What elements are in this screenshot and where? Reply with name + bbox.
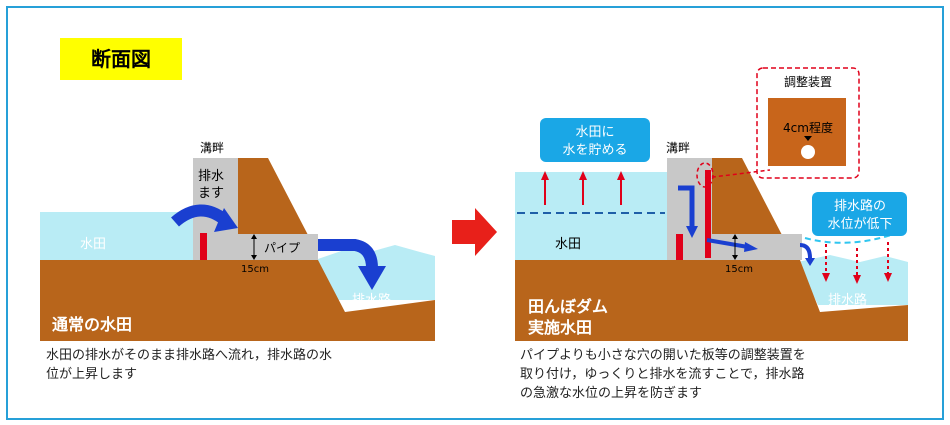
drain-label-left: 排水路 <box>352 292 391 308</box>
adjustment-board <box>705 170 711 258</box>
slow-outflow-arrow <box>706 238 749 249</box>
paddy-water-right <box>515 172 667 260</box>
drain-outflow-right <box>799 243 812 259</box>
figure-frame <box>6 6 944 420</box>
pipe-label-left: パイプ <box>264 241 300 255</box>
pipe-right <box>712 234 802 260</box>
caption-left-line1: 水田の排水がそのまま排水路へ流れ，排水路の水 <box>46 348 333 363</box>
title-box: 断面図 <box>60 38 182 80</box>
soil-right <box>515 260 908 341</box>
caption-left: 水田の排水がそのまま排水路へ流れ，排水路の水 位が上昇します <box>46 346 332 384</box>
caption-left-line2: 位が上昇します <box>46 367 138 382</box>
normal-paddy-panel: 溝畔 排水 ます パイプ 15cm 水田 排水路 通常の水田 <box>40 141 435 341</box>
device-hole <box>801 145 815 159</box>
soil-left <box>40 260 435 341</box>
store-label-2: 水を貯める <box>562 143 627 158</box>
box-flow-right <box>678 185 695 228</box>
caption-right-line2: 取り付け，ゆっくりと排水を流すことで，排水路 <box>520 367 805 382</box>
drain-low-label-1: 排水路の <box>834 198 886 214</box>
board-right-low <box>676 234 683 260</box>
bottom-label-left: 通常の水田 <box>52 315 132 334</box>
bottom-label-right-1: 田んぼダム <box>528 297 608 316</box>
device-leader <box>704 169 771 179</box>
depth-label-right: 15cm <box>725 264 753 275</box>
levee-label-left: 溝畔 <box>200 141 224 155</box>
drain-label-right: 排水路 <box>828 292 867 308</box>
inflow-arrowhead-left <box>214 208 238 232</box>
bottom-label-right-2: 実施水田 <box>528 318 592 337</box>
caption-right: パイプよりも小さな穴の開いた板等の調整装置を 取り付け，ゆっくりと排水を流すこと… <box>520 346 806 403</box>
store-water-callout <box>540 118 650 162</box>
caption-right-line3: の急激な水位の上昇を防ぎます <box>520 386 703 401</box>
drain-level-callout <box>812 192 907 236</box>
levee-label-right: 溝畔 <box>666 141 690 155</box>
page-title: 断面図 <box>91 47 151 71</box>
rising-level-arrows <box>541 171 625 205</box>
outflow-arrow-left <box>318 239 378 269</box>
falling-level-arrows <box>822 242 892 284</box>
caption-right-line1: パイプよりも小さな穴の開いた板等の調整装置を <box>520 348 806 363</box>
pipe-left <box>238 234 318 260</box>
paddy-label-right: 水田 <box>555 237 581 252</box>
box-label-left-2: ます <box>198 186 224 201</box>
drain-water-right <box>798 255 908 305</box>
drain-low-label-2: 水位が低下 <box>827 217 892 232</box>
paddy-label-left: 水田 <box>80 237 106 252</box>
store-label-1: 水田に <box>575 125 614 140</box>
tanbo-dam-panel: 水田に 水を貯める 調整装置 4cm程度 排水路の 水位が低下 溝畔 水田 15… <box>515 67 908 341</box>
transition-arrow <box>452 208 497 256</box>
box-label-left-1: 排水 <box>198 169 224 184</box>
depth-label-left: 15cm <box>241 264 269 275</box>
device-title: 調整装置 <box>784 74 832 89</box>
device-detail-frame <box>756 67 860 179</box>
board-left <box>200 233 207 260</box>
outflow-arrowhead-left <box>358 266 386 290</box>
device-label: 4cm程度 <box>783 120 833 135</box>
